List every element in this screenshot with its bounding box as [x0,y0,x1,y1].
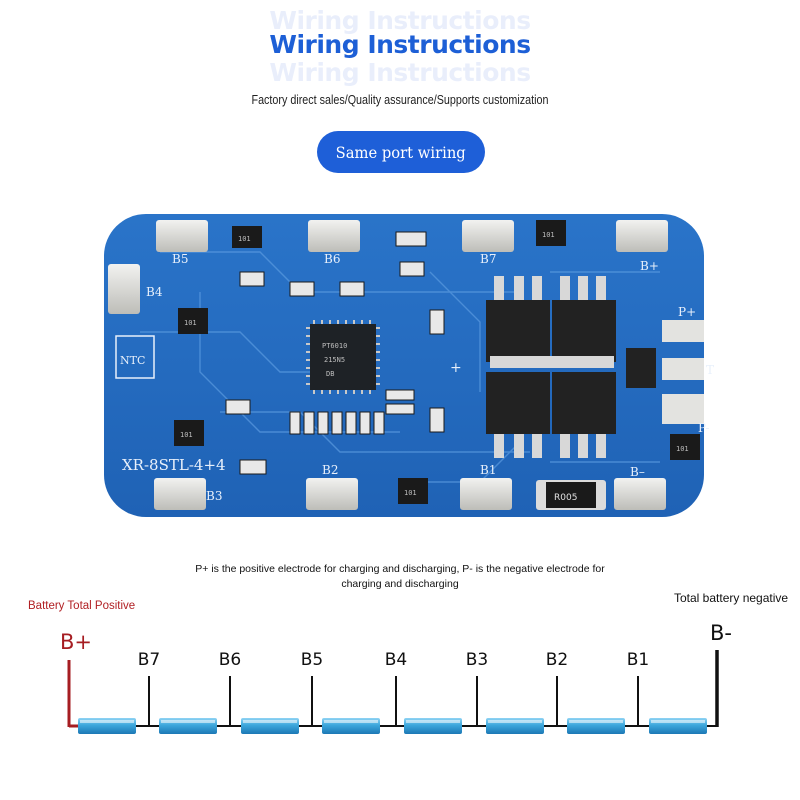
battery-wiring-diagram [67,650,719,734]
board-model: XR-8STL-4+4 [122,456,226,474]
pad-pplus [662,320,704,342]
svg-text:101: 101 [404,489,417,497]
pad-bplus [616,220,668,252]
pad-b1 [460,478,512,510]
silk-pplus: P+ [678,305,696,319]
control-ic [310,324,376,390]
silk-b3: B3 [206,489,222,503]
bms-board-illustration: B5 B6 B7 B+ B4 B3 B2 B1 B– P+ T P- NTC X… [104,214,714,517]
silk-b6: B6 [324,252,340,266]
title-reflection-bottom: Wiring Instructions [269,58,531,87]
mosfet-1 [486,300,550,362]
pad-pminus [662,394,704,424]
mosfet-3 [486,372,550,434]
ic-marking-2: 215N5 [324,356,345,364]
resistor [670,434,700,460]
silk-b1: B1 [480,463,496,477]
silk-t: T [706,363,714,377]
mosfet-4 [552,372,616,434]
title-reflection-top: Wiring Instructions [269,6,531,35]
ic-marking-3: DB [326,370,334,378]
silk-b4: B4 [146,285,163,299]
mosfet-2 [552,300,616,362]
tap-label-b7: B7 [137,650,161,670]
tap-label-b6: B6 [218,650,242,670]
ntc-outline [115,335,155,379]
silk-b5: B5 [172,252,188,266]
resistor [398,478,428,504]
resistor [174,420,204,446]
svg-text:101: 101 [542,231,555,239]
ic-marking-1: PT6010 [322,342,347,350]
silk-b2: B2 [322,463,338,477]
page-subtitle: Factory direct sales/Quality assurance/S… [251,93,549,107]
resistor [178,308,208,334]
tap-label-b2: B2 [545,650,569,670]
terminal-bplus-label: B+ [60,630,93,654]
pad-b2 [306,478,358,510]
pad-b4 [108,264,140,314]
resistor-marking: 101 [238,235,251,243]
silk-ntc: NTC [120,354,145,367]
silk-bminus: B– [630,465,645,479]
silk-bplus: B+ [640,259,659,273]
tap-label-b5: B5 [300,650,324,670]
shunt-marking: R005 [554,493,577,503]
tap-label-b3: B3 [465,650,489,670]
same-port-wiring-label: Same port wiring [335,142,467,162]
pad-b3 [154,478,206,510]
pad-b7 [462,220,514,252]
silk-pminus: P- [698,421,709,435]
pad-b5 [156,220,208,252]
pad-bminus [614,478,666,510]
svg-text:101: 101 [180,431,193,439]
tap-label-b1: B1 [626,650,650,670]
silk-b7: B7 [480,252,496,266]
same-port-wiring-button[interactable]: Same port wiring [317,131,485,173]
pad-b6 [308,220,360,252]
total-battery-negative-caption: Total battery negative [674,591,789,605]
tap-label-b4: B4 [384,650,408,670]
electrode-explanation: P+ is the positive electrode for chargin… [195,563,605,590]
page-title: Wiring Instructions [269,30,531,59]
pad-t [662,358,704,380]
svg-text:+: + [450,360,462,376]
regulator [626,348,656,388]
terminal-bminus-label: B- [710,621,732,645]
svg-text:101: 101 [676,445,689,453]
svg-text:101: 101 [184,319,197,327]
resistor [232,226,262,248]
resistor [536,220,566,246]
battery-total-positive-caption: Battery Total Positive [28,600,136,612]
pcb-board [104,214,704,517]
